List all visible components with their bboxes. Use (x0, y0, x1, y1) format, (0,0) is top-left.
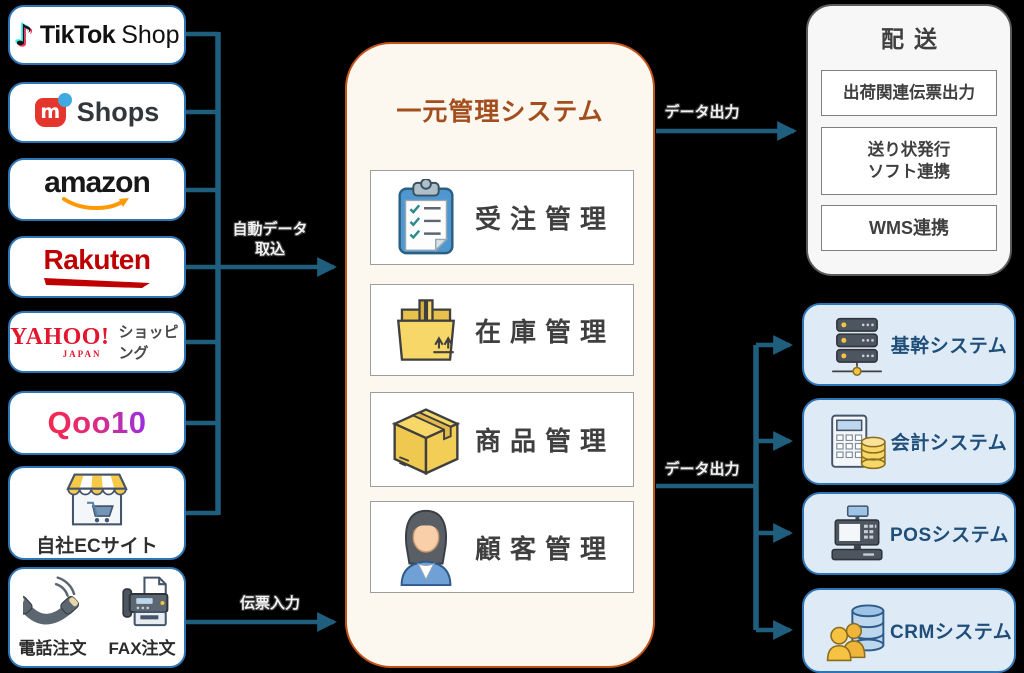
delivery-title: 配送 (881, 26, 947, 52)
open-box-icon (387, 290, 465, 370)
clipboard-icon (387, 178, 465, 258)
central-system-panel: 一元管理システム 受注管理 (345, 42, 655, 668)
phone-icon (23, 576, 80, 625)
mercari-brand: Shops (76, 97, 160, 127)
mercari-icon: m (34, 93, 72, 127)
crm-database-icon (824, 598, 890, 664)
system-core: 基幹システム (802, 303, 1016, 386)
yahoo-japan-label: JAPAN (62, 349, 102, 359)
system-label: 会計システム (890, 433, 1008, 454)
qoo10-brand: Qoo10 (47, 405, 147, 440)
system-label: CRMシステム (890, 622, 1013, 643)
source-yahoo-shopping: YAHOO! JAPAN ショッピング (8, 311, 186, 373)
server-icon (824, 312, 890, 378)
module-customer-management: 顧客管理 (370, 501, 634, 593)
closed-box-icon (387, 400, 465, 480)
delivery-item-invoice-software: 送り状発行 ソフト連携 (821, 127, 997, 195)
tiktok-note-icon: ♪ (14, 17, 33, 52)
system-pos: POSシステム (802, 492, 1016, 575)
module-inventory-management: 在庫管理 (370, 284, 634, 376)
slip-input-label: 伝票入力 (239, 595, 300, 612)
system-crm: CRMシステム (802, 588, 1016, 673)
delivery-item-wms: WMS連携 (821, 205, 997, 251)
phone-order-label: 電話注文 (18, 639, 87, 658)
pos-terminal-icon (824, 501, 890, 567)
yahoo-brand: YAHOO! (10, 324, 110, 350)
data-output-right-label: データ出力 (664, 461, 740, 478)
system-label: 基幹システム (890, 336, 1008, 357)
yahoo-shopping-label: ショッピング (118, 324, 179, 362)
source-rakuten: Rakuten (8, 236, 186, 298)
module-product-management: 商品管理 (370, 392, 634, 487)
calculator-coins-icon (824, 409, 890, 475)
source-amazon: amazon (8, 158, 186, 221)
amazon-brand: amazon (44, 166, 151, 199)
delivery-item-shipping-slips: 出荷関連伝票出力 (821, 70, 997, 116)
mercari-dot-icon (57, 93, 72, 107)
module-label: 受注管理 (475, 204, 616, 234)
source-phone-fax-orders: 電話注文 FAX注文 (8, 567, 186, 668)
fax-icon (122, 576, 169, 627)
source-qoo10: Qoo10 (8, 391, 186, 455)
rakuten-swoosh-icon (44, 277, 150, 288)
amazon-smile-icon (61, 197, 129, 210)
auto-import-label: 自動データ 取込 (232, 221, 308, 259)
fax-order-label: FAX注文 (108, 639, 176, 658)
module-label: 在庫管理 (475, 316, 616, 347)
module-label: 商品管理 (475, 426, 616, 456)
own-ec-label: 自社ECサイト (36, 536, 158, 557)
source-own-ec-site: 自社ECサイト (8, 466, 186, 560)
data-output-top-label: データ出力 (664, 104, 740, 121)
source-mercari-shops: m Shops (8, 82, 186, 143)
delivery-panel: 配送 出荷関連伝票出力 送り状発行 ソフト連携 WMS連携 (806, 4, 1012, 276)
system-label: POSシステム (890, 525, 1010, 546)
rakuten-brand: Rakuten (43, 243, 151, 275)
source-tiktok-shop: ♪ TikTok Shop (8, 5, 186, 65)
tiktok-brand: TikTok (39, 20, 116, 49)
storefront-icon (66, 473, 128, 526)
person-icon (387, 507, 465, 587)
module-label: 顧客管理 (475, 533, 616, 564)
module-order-management: 受注管理 (370, 170, 634, 265)
central-system-title: 一元管理システム (396, 98, 604, 126)
tiktok-suffix: Shop (121, 20, 180, 49)
system-accounting: 会計システム (802, 398, 1016, 485)
